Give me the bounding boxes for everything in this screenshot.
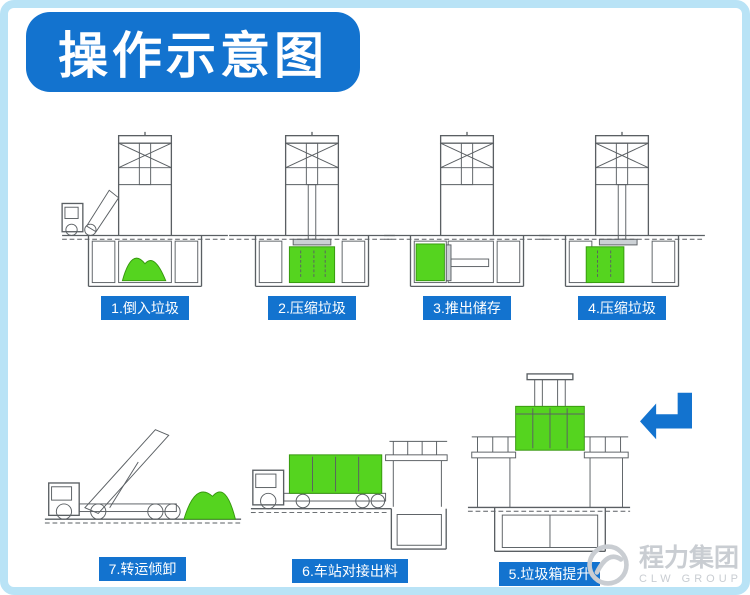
push-ram xyxy=(445,244,490,282)
gantry-tower xyxy=(594,131,650,236)
ground-and-pit xyxy=(229,234,395,288)
ground-and-pit xyxy=(384,234,550,288)
flow-direction-arrow-icon xyxy=(640,392,692,440)
step-1: 1.倒入垃圾 xyxy=(55,130,235,320)
step-1-label: 1.倒入垃圾 xyxy=(101,296,189,320)
garbage-block xyxy=(288,246,336,284)
hooklift-truck xyxy=(47,429,181,520)
garbage-pile xyxy=(182,491,236,520)
watermark-company-subtitle: CLW GROUP xyxy=(638,572,742,585)
step-3-label: 3.推出储存 xyxy=(423,296,511,320)
gantry-tower xyxy=(284,131,340,236)
step-6: 6.车站对接出料 xyxy=(245,372,455,583)
lift-gantry xyxy=(526,373,574,407)
step-4-label: 4.压缩垃圾 xyxy=(578,296,666,320)
page-title: 操作示意图 xyxy=(58,28,328,84)
page-title-banner: 操作示意图 xyxy=(26,12,360,92)
garbage-block xyxy=(415,243,445,282)
step-4: 4.压缩垃圾 xyxy=(537,130,707,320)
diagram-step-1-dump-truck xyxy=(61,131,228,288)
ground-and-pit xyxy=(250,508,447,550)
step-5-label: 5.垃圾箱提升 xyxy=(498,562,601,586)
diagram-step-3-push-out xyxy=(384,131,550,288)
dump-truck xyxy=(61,189,120,236)
step-6-label: 6.车站对接出料 xyxy=(292,559,408,583)
ground xyxy=(44,518,241,524)
step-5: 5.垃圾箱提升 xyxy=(462,372,637,586)
docking-platform xyxy=(385,440,448,507)
diagram-step-6-dock-discharge xyxy=(250,440,448,550)
garbage-pile xyxy=(121,257,167,282)
step-2-label: 2.压缩垃圾 xyxy=(268,296,356,320)
ground-and-pit xyxy=(467,506,631,552)
diagram-step-4-compress xyxy=(539,131,705,288)
garbage-block xyxy=(585,246,625,284)
company-watermark: 程力集团 CLW GROUP xyxy=(584,541,742,589)
gantry-tower xyxy=(439,131,495,236)
diagram-step-2-compress xyxy=(229,131,395,288)
step-7: 7.转运倾卸 xyxy=(40,372,245,581)
company-logo-icon xyxy=(587,544,629,586)
step-7-label: 7.转运倾卸 xyxy=(98,557,187,581)
watermark-company-name: 程力集团 xyxy=(638,544,739,573)
step-3: 3.推出储存 xyxy=(382,130,552,320)
side-platforms xyxy=(471,436,629,508)
diagram-step-7-transfer-dump xyxy=(44,429,241,524)
gantry-tower xyxy=(117,131,173,236)
diagram-step-5-lift xyxy=(467,373,631,552)
step-2: 2.压缩垃圾 xyxy=(227,130,397,320)
garbage-container xyxy=(288,454,383,494)
lifted-garbage-container xyxy=(515,405,585,451)
